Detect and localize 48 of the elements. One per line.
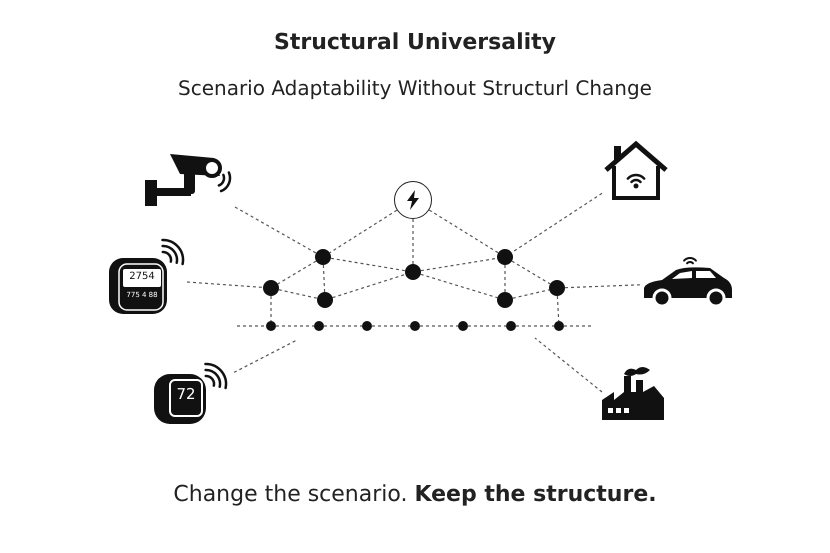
network-node [405, 264, 421, 280]
dotted-connector [534, 338, 602, 392]
network-node [410, 321, 420, 331]
network-node [263, 280, 279, 296]
dotted-connector [278, 289, 318, 299]
dotted-connector [511, 192, 602, 254]
dotted-connector [329, 210, 398, 254]
dotted-connector [278, 260, 316, 284]
dotted-connector [420, 274, 498, 298]
network-node [266, 321, 276, 331]
subtitle: Scenario Adaptability Without Structurl Change [178, 76, 652, 100]
dotted-connector [186, 281, 264, 288]
dotted-connector [322, 264, 326, 292]
display-number: 72 [175, 386, 197, 402]
network-node [315, 249, 331, 265]
network-node [506, 321, 516, 331]
title: Structural Universality [274, 30, 556, 55]
dotted-connector [330, 258, 406, 272]
dotted-connector [504, 265, 506, 292]
dotted-connector [556, 296, 560, 322]
network-node [317, 292, 333, 308]
network-node [497, 249, 513, 265]
network-node [362, 321, 372, 331]
caption: Change the scenario. Keep the structure. [173, 482, 657, 507]
dotted-connector [234, 339, 298, 373]
dotted-connector [512, 260, 550, 284]
dotted-connector [564, 284, 640, 288]
network-node [458, 321, 468, 331]
dotted-connector [270, 296, 272, 321]
network-node [314, 321, 324, 331]
dotted-connector [372, 325, 410, 327]
network-node [549, 280, 565, 296]
dotted-connector [420, 258, 498, 272]
power-node [394, 181, 432, 219]
network-node [554, 321, 564, 331]
dotted-connector [324, 325, 362, 327]
dotted-connector [332, 274, 406, 298]
dotted-connector [564, 325, 592, 327]
dotted-connector [276, 325, 314, 327]
dotted-connector [237, 325, 266, 327]
dotted-connector [412, 219, 414, 264]
dotted-connector [512, 289, 550, 299]
dotted-connector [468, 325, 506, 327]
network-node [497, 292, 513, 308]
dotted-connector [428, 210, 499, 254]
dotted-connector [420, 325, 458, 327]
dotted-connector [234, 206, 316, 254]
dotted-connector [516, 325, 554, 327]
